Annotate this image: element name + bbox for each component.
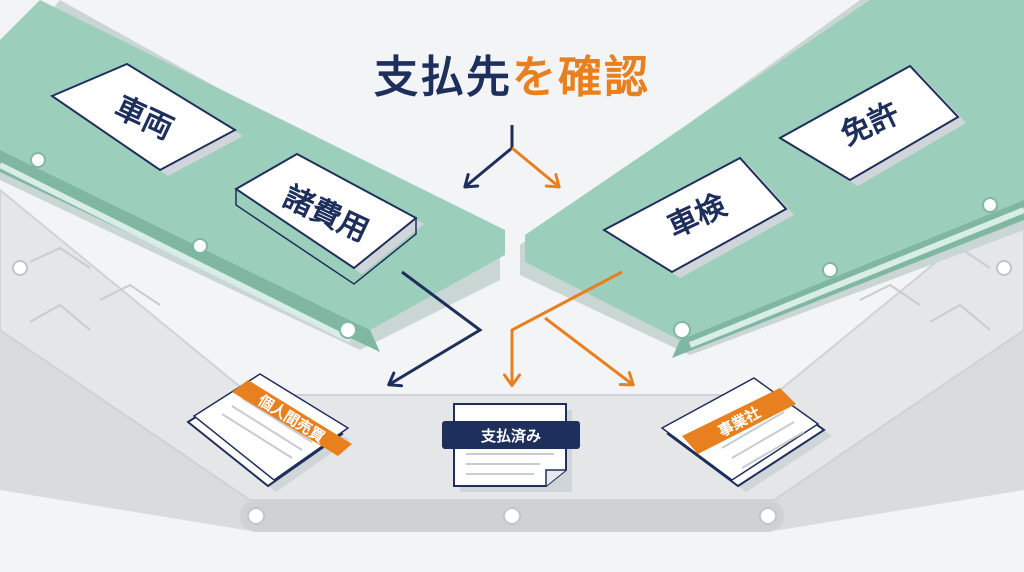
doc-paid-tag: [442, 421, 580, 449]
card-expenses: 諸費用: [234, 152, 424, 285]
lower-flow-arrows: [387, 270, 635, 388]
card-license: 免許: [777, 64, 966, 186]
doc-paid-label: 支払済み: [480, 427, 541, 445]
top-split-arrows: [463, 125, 561, 189]
doc-private-sale-tag: [232, 380, 352, 456]
gray-belt-rollers: [12, 260, 1012, 525]
card-inspection: 車検: [601, 156, 794, 278]
doc-business-tag: [682, 388, 796, 454]
arrow-orange-to-paid: [503, 270, 623, 387]
doc-business: 事業社: [660, 377, 832, 492]
title-part-orange: を確認: [512, 52, 650, 103]
arrow-top-left: [463, 125, 514, 189]
doc-private-sale: 個人間売買: [186, 373, 352, 492]
gray-belt-chevrons: [29, 246, 991, 331]
arrow-top-right: [511, 146, 561, 189]
card-vehicle: 車両: [49, 62, 243, 176]
doc-paid: 支払済み: [442, 403, 580, 492]
page-title: 支払先を確認: [0, 50, 1024, 106]
arrow-orange-to-business: [544, 316, 635, 387]
title-part-navy: 支払先: [374, 52, 512, 103]
arrow-navy-to-private: [387, 270, 483, 388]
